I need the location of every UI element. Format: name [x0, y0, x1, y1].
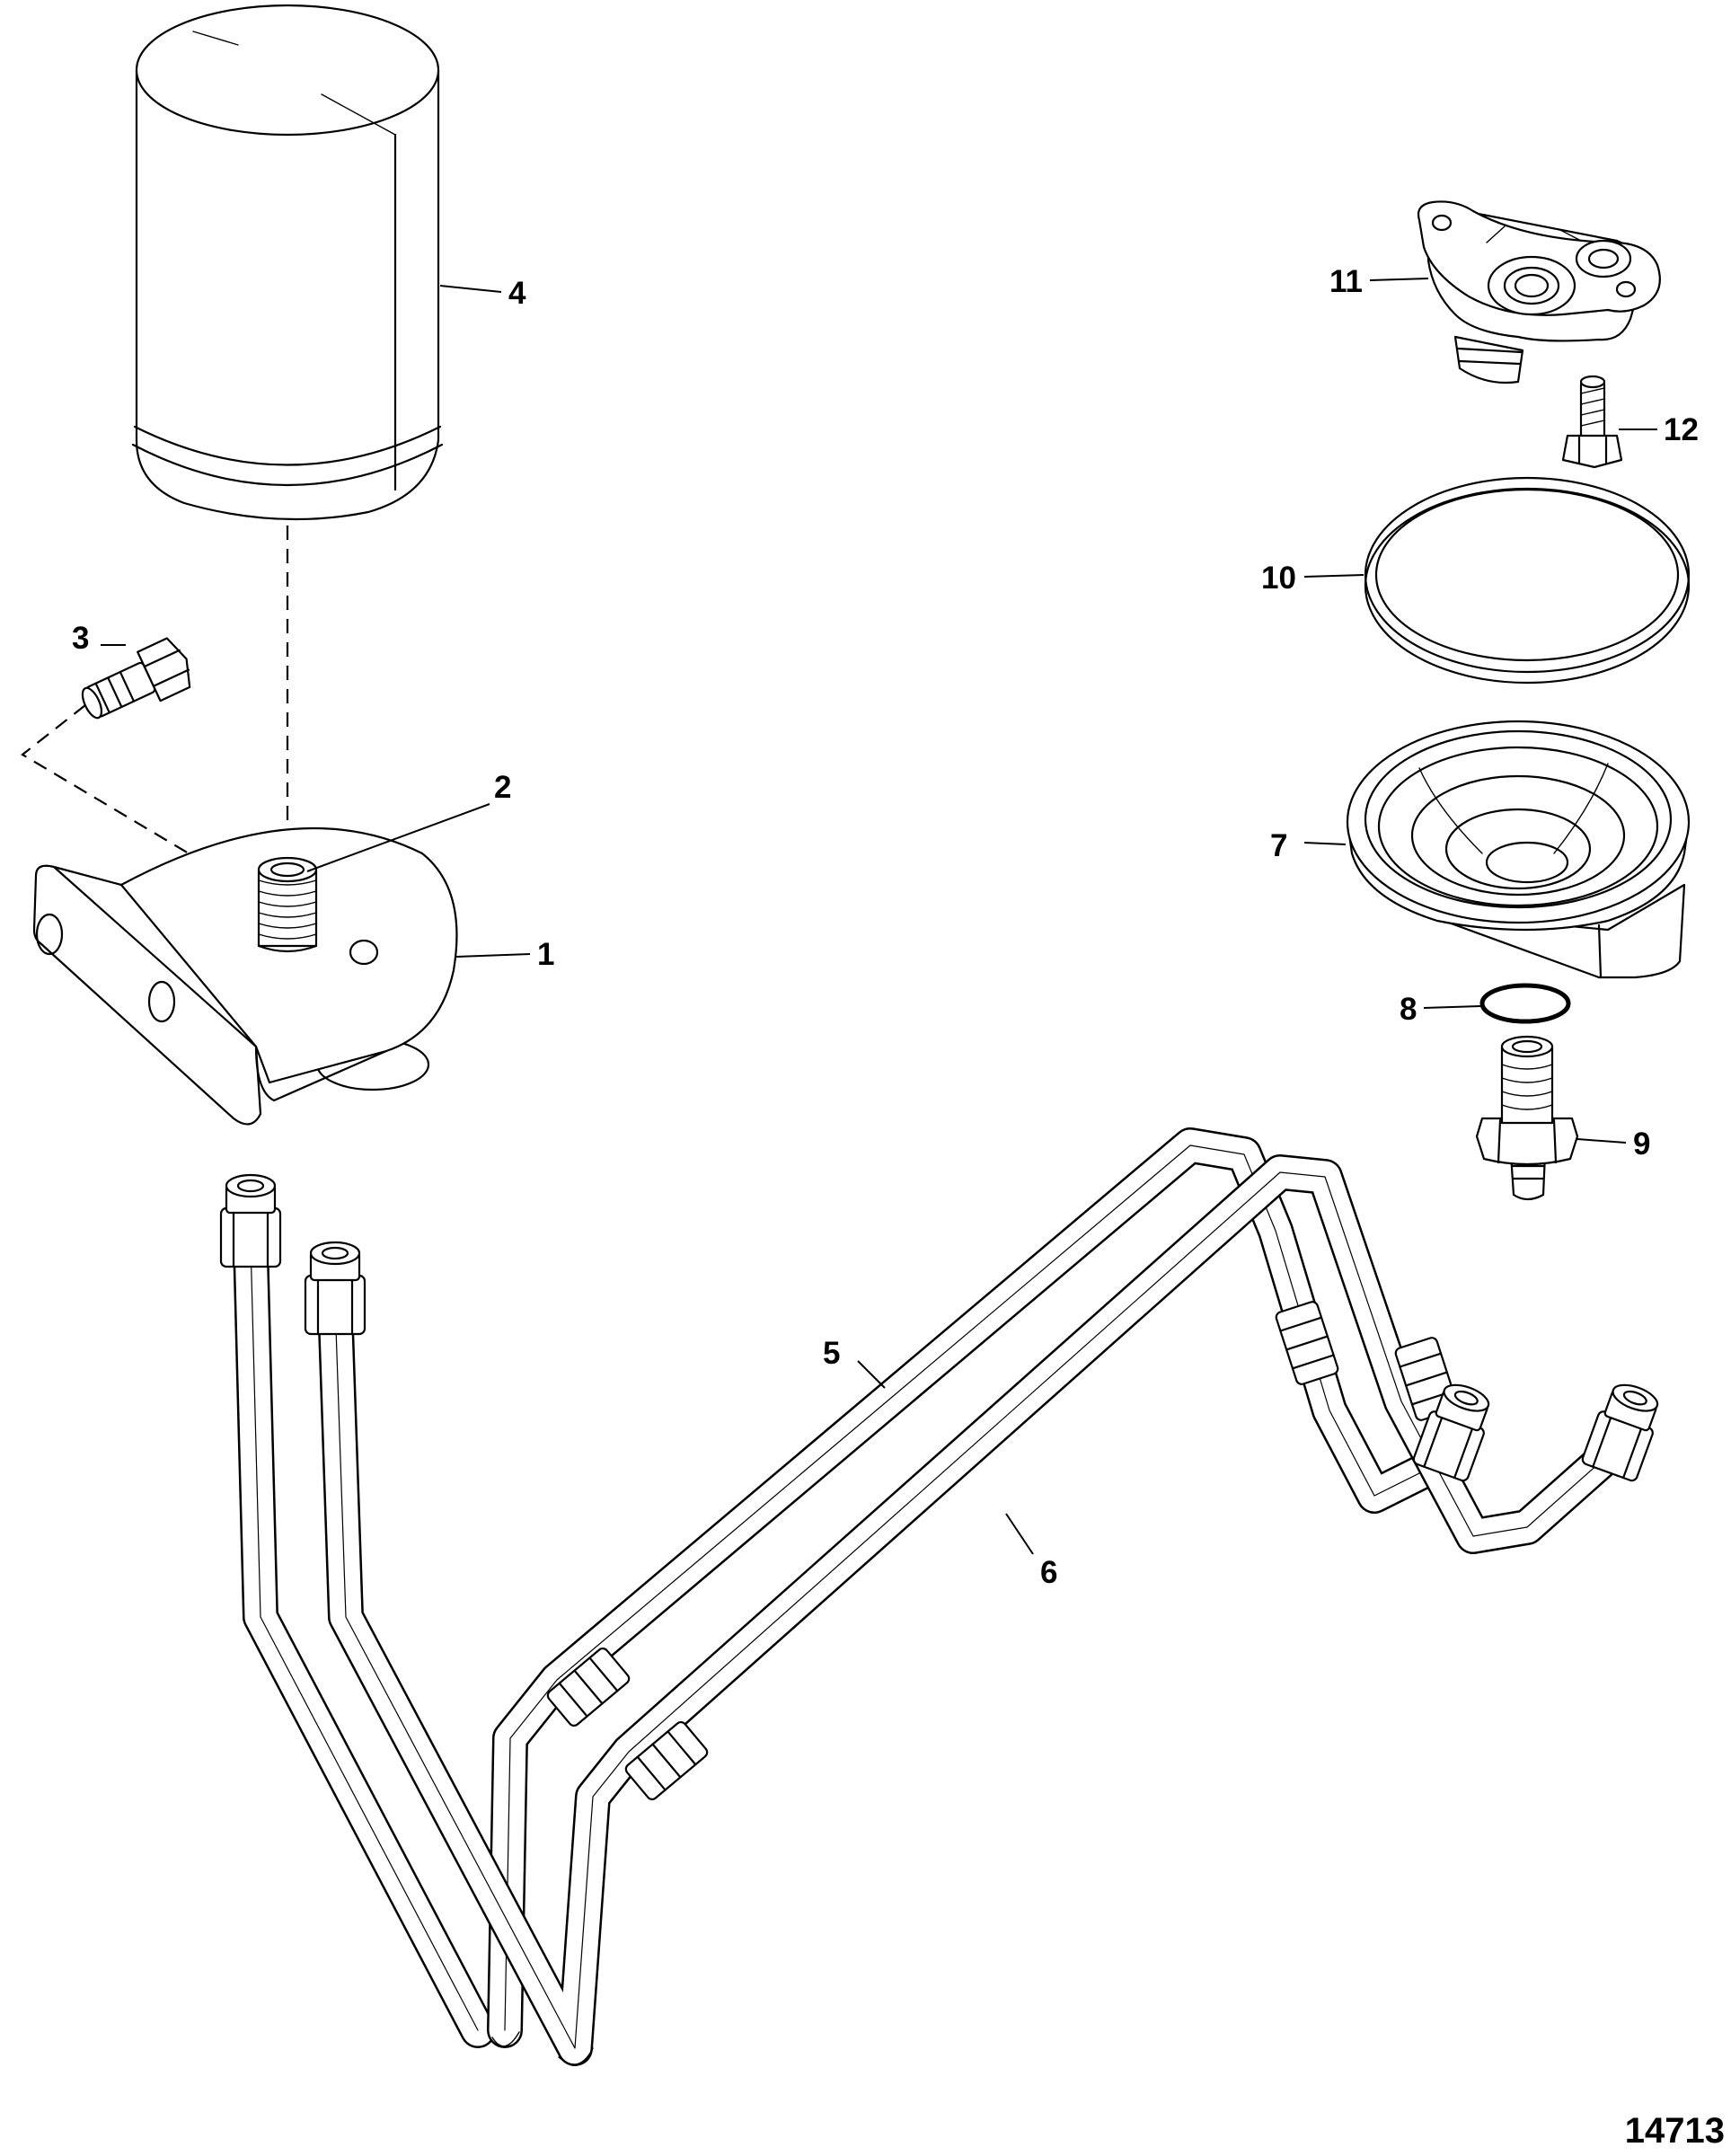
hose-5	[232, 1127, 1455, 2048]
hose-fitting-5-right	[1412, 1383, 1490, 1482]
callout-8: 8	[1400, 992, 1417, 1027]
callout-1: 1	[537, 937, 554, 972]
seal-ring	[1364, 476, 1691, 685]
center-fitting	[1475, 1035, 1579, 1201]
filter-bracket	[32, 826, 458, 1126]
hose-end-fittings	[219, 1173, 1659, 1482]
callout-4: 4	[508, 276, 526, 311]
hose-fitting-6-right	[1581, 1383, 1659, 1482]
mounting-screw	[1561, 375, 1623, 469]
hose-fitting-5-left	[219, 1173, 282, 1268]
hose-6	[316, 1154, 1626, 2066]
callout-11: 11	[1329, 264, 1363, 299]
figure-number: 14713	[1625, 2111, 1725, 2151]
callout-labels: 1 2 3 4 5 6 7 8 9 10 11 12	[72, 264, 1699, 1590]
oil-filter	[131, 4, 444, 521]
callout-6: 6	[1040, 1555, 1057, 1590]
leader-lines	[101, 278, 1657, 1555]
callout-7: 7	[1270, 828, 1287, 863]
filter-adapter	[1417, 200, 1661, 384]
callout-12: 12	[1664, 412, 1699, 447]
callout-9: 9	[1633, 1127, 1650, 1162]
barb-fitting	[81, 637, 191, 720]
cooler-hoses	[219, 1127, 1659, 2066]
threaded-nipple	[257, 856, 318, 953]
hose-fitting-6-left	[304, 1241, 367, 1336]
filter-base	[1346, 720, 1691, 979]
callout-2: 2	[494, 770, 511, 805]
callout-3: 3	[72, 621, 89, 656]
o-ring	[1479, 983, 1571, 1024]
assembly-line-fitting	[21, 704, 190, 854]
callout-5: 5	[823, 1336, 840, 1371]
callout-10: 10	[1261, 561, 1296, 596]
